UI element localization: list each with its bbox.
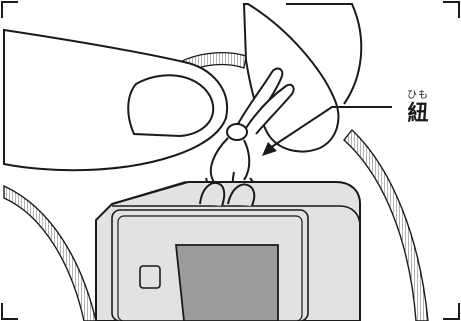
callout-leader — [262, 106, 392, 156]
hand-outline — [3, 3, 363, 172]
strap-callout-label: ひも 紐 — [396, 90, 440, 126]
monitor-device — [95, 181, 361, 321]
callout-term: 紐 — [407, 101, 429, 125]
strap-loop-front — [199, 181, 256, 207]
callout-ruby-reading: ひも — [407, 90, 429, 101]
strap-loop — [205, 67, 295, 209]
cuff-band — [3, 52, 429, 321]
